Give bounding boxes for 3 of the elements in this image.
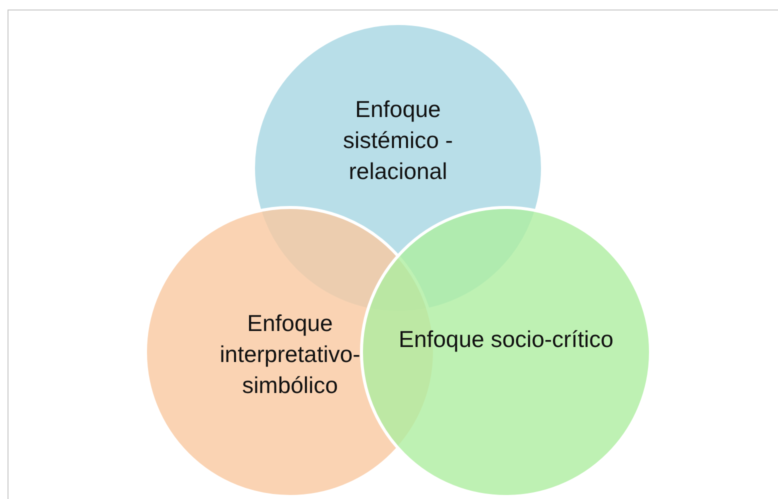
- circle-label: Enfoque socio-crítico: [398, 325, 614, 354]
- circle-label: Enfoque sistémico - relacional: [342, 95, 454, 186]
- circle-label: Enfoque interpretativo-simbólico: [218, 309, 362, 400]
